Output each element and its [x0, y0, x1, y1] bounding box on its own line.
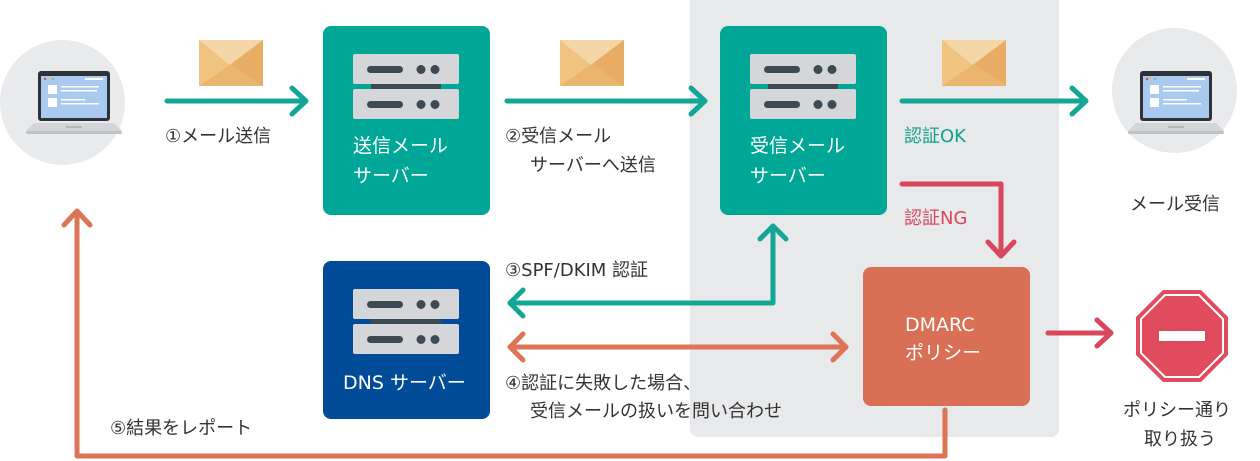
send-mail-server: 送信メール サーバー	[323, 26, 490, 215]
receiver-pc-label: メール受信	[1130, 194, 1220, 215]
dmarc-policy-label-1: DMARC	[905, 314, 975, 336]
receive-mail-server: 受信メール サーバー	[720, 26, 887, 215]
server-icon	[353, 289, 459, 354]
step2-label-2: サーバーへ送信	[530, 155, 656, 176]
dns-server: DNS サーバー	[323, 261, 490, 419]
arrow-dmarc-query	[507, 331, 849, 363]
arrow-spf-dkim	[507, 223, 789, 319]
step2-label-1: ②受信メール	[505, 126, 612, 147]
dmarc-policy-label-2: ポリシー	[905, 342, 982, 364]
step4-label-1: ④認証に失敗した場合、	[505, 373, 702, 394]
laptop-icon	[1128, 71, 1224, 134]
server-icon	[353, 54, 459, 119]
arrow-auth-ng	[899, 181, 1017, 259]
arrow-auth-ok	[899, 85, 1089, 117]
laptop-icon	[26, 71, 122, 134]
policy-action-label-2: 取り扱う	[1144, 429, 1216, 450]
step4-label-2: 受信メールの扱いを問い合わせ	[530, 401, 782, 422]
receive-server-label-2: サーバー	[750, 165, 826, 187]
stop-sign-icon	[1136, 290, 1228, 382]
receiver-pc	[1112, 28, 1237, 153]
arrow-report	[61, 208, 948, 459]
step3-label: ③SPF/DKIM 認証	[505, 260, 649, 281]
dns-server-label: DNS サーバー	[343, 372, 466, 394]
server-icon	[750, 54, 856, 119]
envelope-icon	[560, 40, 624, 86]
sender-pc	[0, 40, 125, 165]
envelope-icon	[942, 40, 1006, 86]
arrow-send-mail	[164, 85, 309, 117]
dmarc-policy-box: DMARC ポリシー	[863, 267, 1030, 406]
step1-label: ①メール送信	[165, 126, 272, 147]
auth-ng-label: 認証NG	[904, 208, 968, 229]
send-server-label-1: 送信メール	[353, 135, 449, 157]
arrow-to-policy-action	[1045, 317, 1114, 349]
send-server-label-2: サーバー	[353, 165, 429, 187]
arrow-to-receive-server	[504, 85, 708, 117]
envelope-icon	[199, 40, 263, 86]
auth-ok-label: 認証OK	[904, 126, 966, 147]
step5-label: ⑤結果をレポート	[110, 418, 253, 439]
receive-server-label-1: 受信メール	[750, 135, 846, 157]
policy-action-label-1: ポリシー通り	[1123, 400, 1231, 421]
